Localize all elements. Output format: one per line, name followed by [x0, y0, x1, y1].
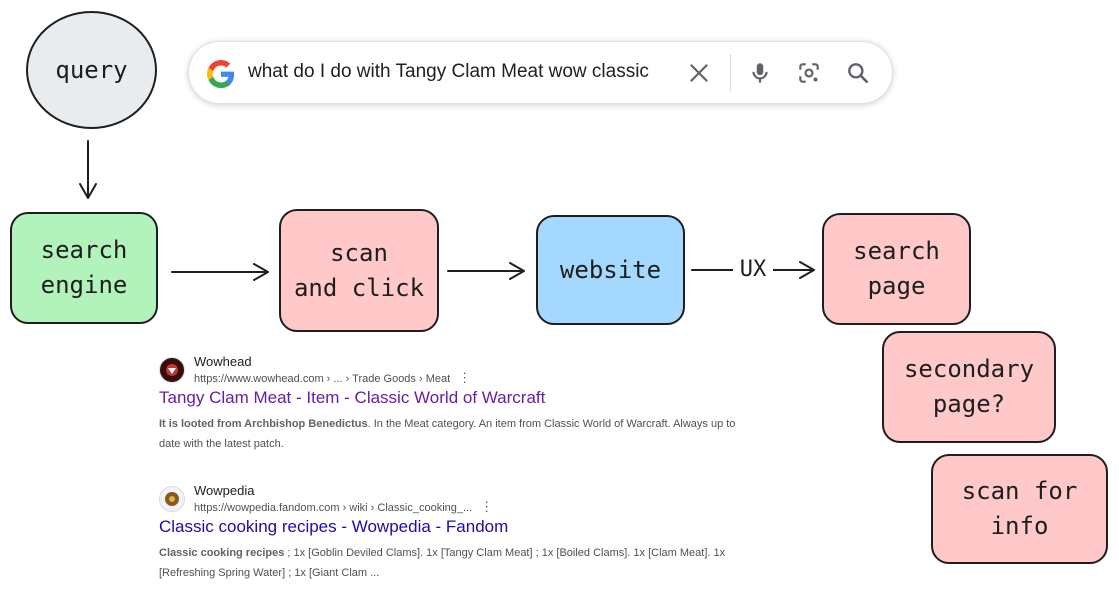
wowpedia-favicon-icon — [159, 486, 185, 512]
arrow-search-engine-to-scan — [171, 263, 269, 281]
clear-x-icon[interactable] — [686, 60, 712, 86]
search-result: Wowhead https://www.wowhead.com › ... › … — [159, 354, 749, 457]
search-result: Wowpedia https://wowpedia.fandom.com › w… — [159, 483, 749, 586]
arrow-scan-to-website — [447, 262, 525, 280]
result-url: https://www.wowhead.com › ... › Trade Go… — [194, 370, 472, 385]
search-bar[interactable]: what do I do with Tangy Clam Meat wow cl… — [188, 41, 893, 104]
result-url: https://wowpedia.fandom.com › wiki › Cla… — [194, 499, 494, 514]
result-title-link[interactable]: Classic cooking recipes - Wowpedia - Fan… — [159, 517, 509, 536]
node-website: website — [536, 215, 685, 325]
node-query: query — [26, 11, 157, 129]
node-search-engine: search engine — [10, 212, 158, 324]
google-logo-icon — [207, 60, 235, 88]
arrow-query-to-search-engine — [79, 140, 97, 199]
result-snippet: It is looted from Archbishop Benedictus.… — [159, 418, 736, 450]
more-options-icon[interactable]: ⋮ — [458, 370, 472, 385]
search-input[interactable]: what do I do with Tangy Clam Meat wow cl… — [248, 61, 649, 82]
node-secondary-page: secondary page? — [882, 331, 1056, 443]
search-magnifier-icon[interactable] — [845, 60, 871, 86]
result-site-name: Wowpedia — [194, 483, 255, 498]
wowhead-favicon-icon — [159, 357, 185, 383]
node-scan-for-info: scan for info — [931, 454, 1108, 564]
microphone-icon[interactable] — [747, 60, 773, 86]
search-bar-divider — [730, 54, 731, 92]
result-title-link[interactable]: Tangy Clam Meat - Item - Classic World o… — [159, 388, 546, 407]
edge-label-ux: UX — [733, 254, 773, 284]
node-scan-and-click: scan and click — [279, 209, 439, 332]
result-snippet: Classic cooking recipes ; 1x [Goblin Dev… — [159, 547, 726, 579]
node-search-page: search page — [822, 213, 971, 325]
more-options-icon[interactable]: ⋮ — [480, 499, 494, 514]
lens-camera-icon[interactable] — [796, 60, 822, 86]
result-site-name: Wowhead — [194, 354, 252, 369]
